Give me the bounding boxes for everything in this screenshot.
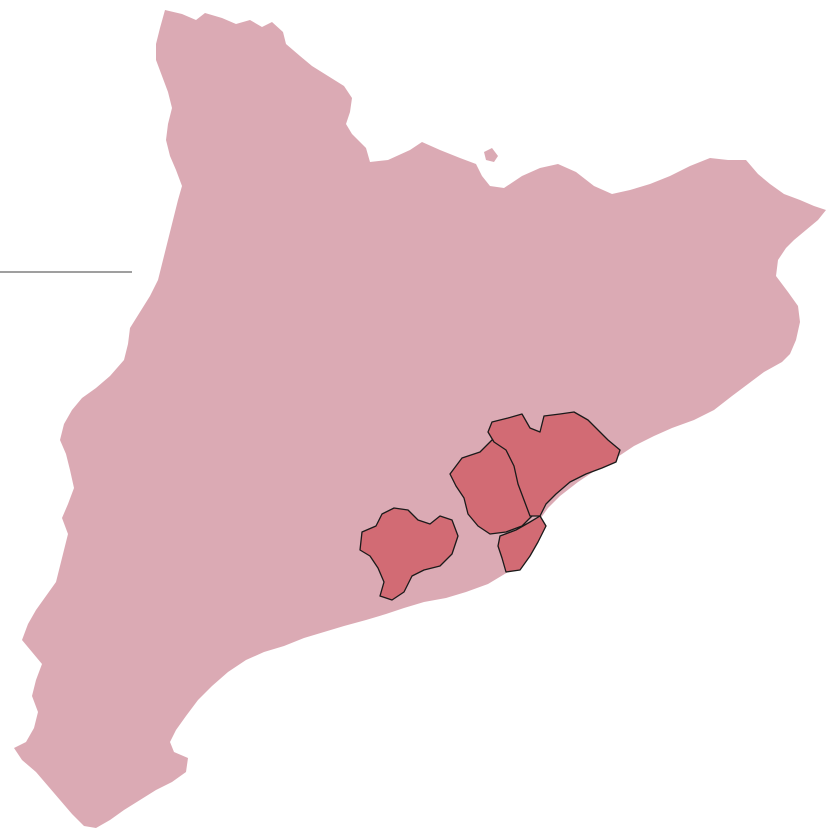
- highlighted-area-south: [497, 515, 547, 573]
- highlighted-area-northeast: [487, 411, 621, 517]
- highlighted-area-west: [359, 507, 459, 601]
- coastal-islet: [484, 148, 498, 162]
- region-outline: [14, 10, 826, 828]
